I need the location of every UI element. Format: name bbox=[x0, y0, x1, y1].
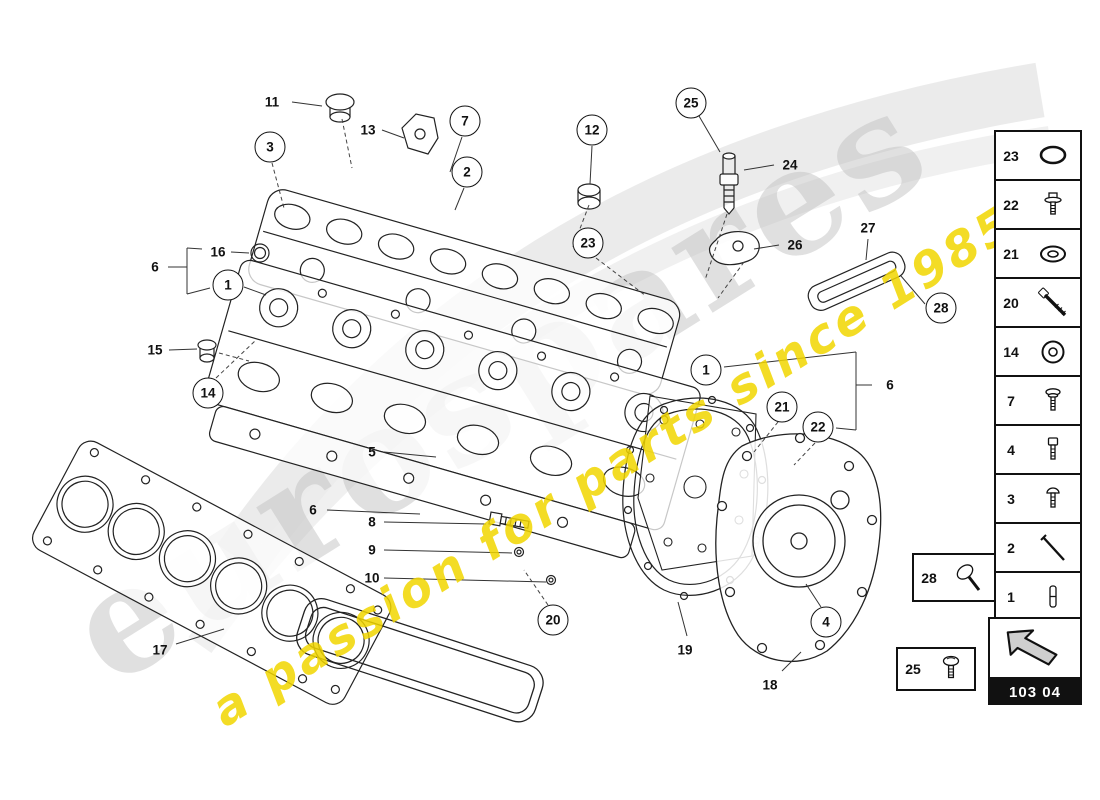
legend-item-21[interactable]: 21 bbox=[996, 228, 1080, 277]
nav-arrow-box[interactable] bbox=[988, 617, 1082, 679]
legend-part-number: 3 bbox=[1007, 490, 1015, 507]
dowel-pin-icon bbox=[1026, 580, 1080, 614]
legend-part-number: 22 bbox=[1003, 196, 1019, 213]
dashed-leader-lines bbox=[215, 118, 816, 606]
o-ring-icon bbox=[1026, 139, 1080, 173]
cylinder-head-drawing bbox=[203, 259, 701, 559]
callout-13[interactable]: 13 bbox=[360, 122, 376, 138]
legend-part-number: 14 bbox=[1003, 343, 1019, 360]
callout-15[interactable]: 15 bbox=[147, 342, 163, 358]
callout-9[interactable]: 9 bbox=[368, 542, 376, 558]
callout-4[interactable]: 4 bbox=[810, 606, 842, 638]
sensor-part bbox=[719, 152, 739, 215]
callout-3[interactable]: 3 bbox=[254, 131, 286, 163]
callout-28[interactable]: 28 bbox=[925, 292, 957, 324]
legend-item-3[interactable]: 3 bbox=[996, 473, 1080, 522]
washer-icon bbox=[1026, 335, 1080, 369]
callout-21[interactable]: 21 bbox=[766, 391, 798, 423]
legend-part-number: 1 bbox=[1007, 588, 1015, 605]
flanged-bolt-icon bbox=[1026, 188, 1080, 222]
callout-20[interactable]: 20 bbox=[537, 604, 569, 636]
callout-6-mid[interactable]: 6 bbox=[309, 502, 317, 518]
button-head-screw-icon bbox=[1026, 482, 1080, 516]
callout-6-left[interactable]: 6 bbox=[151, 259, 159, 275]
legend-item-4[interactable]: 4 bbox=[996, 424, 1080, 473]
o-ring-part bbox=[250, 243, 270, 263]
leader-lines bbox=[168, 101, 926, 672]
legend-part-number: 4 bbox=[1007, 441, 1015, 458]
direction-arrow-icon bbox=[1000, 622, 1070, 675]
callout-10[interactable]: 10 bbox=[364, 570, 380, 586]
callout-16[interactable]: 16 bbox=[210, 244, 226, 260]
legend-item-1[interactable]: 1 bbox=[996, 571, 1080, 620]
callout-8[interactable]: 8 bbox=[368, 514, 376, 530]
callout-26[interactable]: 26 bbox=[787, 237, 803, 253]
callout-1-right[interactable]: 1 bbox=[690, 354, 722, 386]
oil-cap-part bbox=[325, 93, 355, 123]
legend-part-number: 28 bbox=[921, 569, 937, 586]
head-gasket-drawing bbox=[31, 440, 392, 705]
callout-7[interactable]: 7 bbox=[449, 105, 481, 137]
callout-6-right[interactable]: 6 bbox=[886, 377, 894, 393]
callout-17[interactable]: 17 bbox=[152, 642, 168, 658]
plug-part bbox=[577, 183, 601, 210]
cover-gasket-drawing bbox=[296, 598, 544, 723]
legend-item-7[interactable]: 7 bbox=[996, 375, 1080, 424]
legend-item-23[interactable]: 23 bbox=[996, 132, 1080, 179]
callout-22[interactable]: 22 bbox=[802, 411, 834, 443]
callout-11[interactable]: 11 bbox=[264, 94, 280, 110]
legend-part-number: 2 bbox=[1007, 539, 1015, 556]
legend-part-number: 21 bbox=[1003, 245, 1019, 262]
small-parts-drawing bbox=[197, 93, 906, 586]
legend-part-number: 25 bbox=[905, 661, 921, 677]
callout-12[interactable]: 12 bbox=[576, 114, 608, 146]
callout-23[interactable]: 23 bbox=[572, 227, 604, 259]
bolt-part bbox=[488, 511, 530, 529]
callout-14[interactable]: 14 bbox=[192, 377, 224, 409]
legend-part-number: 23 bbox=[1003, 147, 1019, 164]
legend-item-22[interactable]: 22 bbox=[996, 179, 1080, 228]
legend-item-28[interactable]: 28 bbox=[912, 553, 996, 602]
cap-screw-icon bbox=[1026, 433, 1080, 467]
callout-24[interactable]: 24 bbox=[782, 157, 798, 173]
timing-cover-drawing bbox=[715, 432, 882, 663]
legend-part-number: 7 bbox=[1007, 392, 1015, 409]
plug-part-15 bbox=[197, 339, 217, 363]
callout-5[interactable]: 5 bbox=[368, 444, 376, 460]
oval-head-screw-icon bbox=[944, 561, 994, 595]
washer-icon bbox=[1026, 237, 1080, 271]
callout-18[interactable]: 18 bbox=[762, 677, 778, 693]
round-head-screw-icon bbox=[928, 652, 974, 686]
legend-item-14[interactable]: 14 bbox=[996, 326, 1080, 375]
callout-2[interactable]: 2 bbox=[451, 156, 483, 188]
legend-item-25[interactable]: 25 bbox=[896, 647, 976, 691]
legend-item-2[interactable]: 2 bbox=[996, 522, 1080, 571]
parts-legend-column: 23 22 21 20 14 bbox=[994, 130, 1082, 622]
callout-1-left[interactable]: 1 bbox=[212, 269, 244, 301]
diagram-code: 103 04 bbox=[988, 679, 1082, 705]
pan-head-screw-icon bbox=[1026, 384, 1080, 418]
stud-bolt-icon bbox=[1026, 531, 1080, 565]
cover-strip-part bbox=[807, 251, 906, 311]
long-hex-bolt-icon bbox=[1026, 286, 1080, 320]
valve-cover-drawing bbox=[248, 189, 681, 395]
legend-part-number: 20 bbox=[1003, 294, 1019, 311]
callout-25[interactable]: 25 bbox=[675, 87, 707, 119]
legend-item-20[interactable]: 20 bbox=[996, 277, 1080, 326]
callout-19[interactable]: 19 bbox=[677, 642, 693, 658]
callout-27[interactable]: 27 bbox=[860, 220, 876, 236]
